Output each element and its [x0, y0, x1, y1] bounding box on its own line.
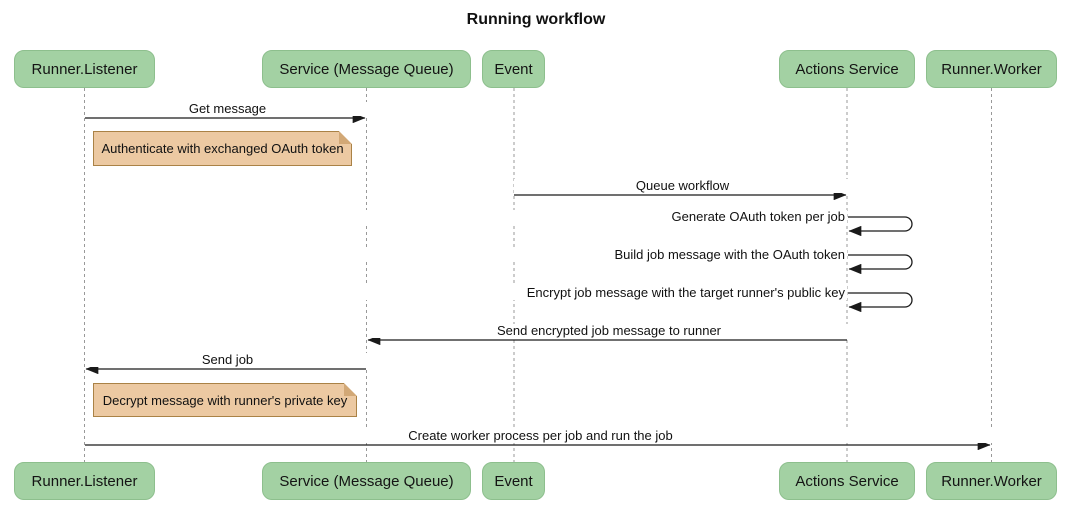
actor-bottom-service-message-queue: Service (Message Queue) — [262, 462, 471, 500]
actor-top-actions-service: Actions Service — [779, 50, 915, 88]
message-label-get-message: Get message — [85, 102, 370, 116]
message-label-queue-workflow: Queue workflow — [514, 179, 851, 193]
actor-bottom-event: Event — [482, 462, 545, 500]
arrow-self-generate-oauth-token — [848, 216, 913, 237]
actor-top-service-message-queue: Service (Message Queue) — [262, 50, 471, 88]
actor-top-runner-worker: Runner.Worker — [926, 50, 1057, 88]
diagram-title: Running workflow — [466, 11, 606, 28]
note-authenticate-oauth: Authenticate with exchanged OAuth token — [93, 131, 352, 166]
message-label-create-worker-process: Create worker process per job and run th… — [85, 429, 996, 443]
message-label-send-job: Send job — [85, 353, 370, 367]
message-label-build-job-message: Build job message with the OAuth token — [200, 248, 847, 262]
message-label-generate-oauth-token: Generate OAuth token per job — [200, 210, 847, 224]
message-label-encrypt-job-message: Encrypt job message with the target runn… — [200, 286, 847, 300]
actor-bottom-runner-worker: Runner.Worker — [926, 462, 1057, 500]
actor-top-event: Event — [482, 50, 545, 88]
note-decrypt-message: Decrypt message with runner's private ke… — [93, 383, 357, 417]
arrow-self-build-job-message — [848, 254, 913, 275]
actor-bottom-runner-listener: Runner.Listener — [14, 462, 155, 500]
actor-bottom-actions-service: Actions Service — [779, 462, 915, 500]
arrow-self-encrypt-job-message — [848, 292, 913, 313]
actor-top-runner-listener: Runner.Listener — [14, 50, 155, 88]
message-label-send-encrypted-job-message: Send encrypted job message to runner — [367, 324, 851, 338]
